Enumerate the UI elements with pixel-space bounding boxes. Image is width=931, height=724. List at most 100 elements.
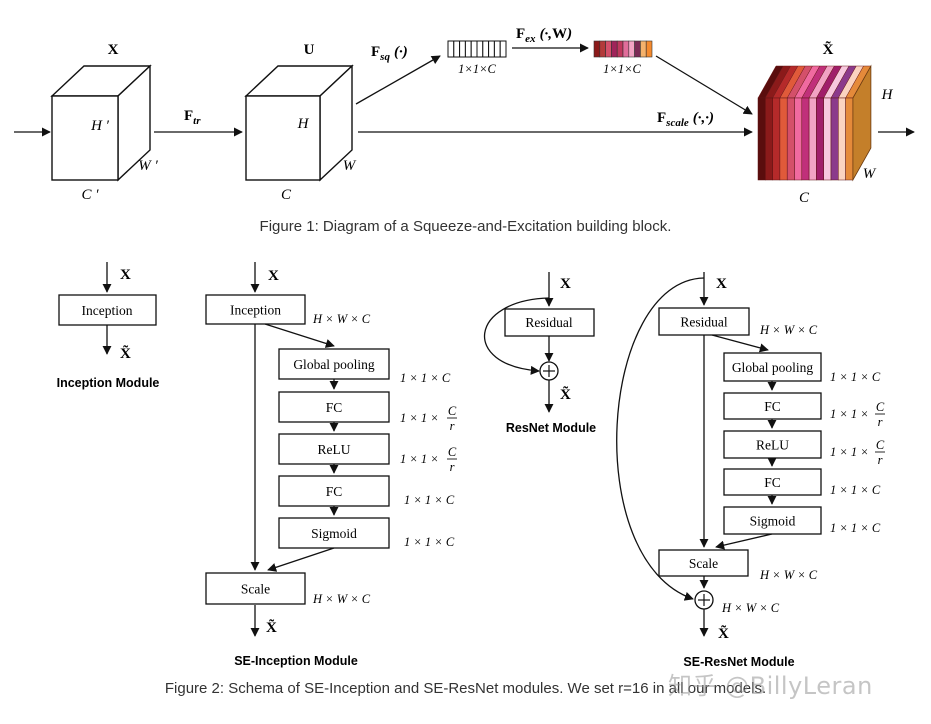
resnet-residual-box bbox=[504, 308, 595, 337]
squeeze-size-label: 1×1×C bbox=[458, 62, 496, 76]
se-inception-box-label: Scale bbox=[241, 582, 270, 597]
se-inception-connector bbox=[267, 547, 335, 572]
se-inception-frac-num: C bbox=[448, 445, 457, 459]
se-resnet-output-label: X̃ bbox=[718, 625, 729, 642]
output-height-label: H bbox=[881, 87, 894, 103]
se-resnet-box-label: Residual bbox=[680, 315, 727, 330]
se-resnet-dim-label: 1 × 1 × C bbox=[830, 521, 881, 535]
inception-output-label: X̃ bbox=[120, 345, 131, 362]
se-resnet-dim-label: 1 × 1 × bbox=[830, 445, 869, 459]
se-inception-box-label: ReLU bbox=[318, 442, 351, 457]
se-inception-box-label: FC bbox=[326, 400, 343, 415]
input-tensor-label: X bbox=[108, 42, 119, 58]
se-inception-dim-label: 1 × 1 × bbox=[400, 411, 439, 425]
excitation-size-label: 1×1×C bbox=[603, 62, 641, 76]
se-resnet-connector bbox=[711, 334, 769, 353]
se-inception-output-label: X̃ bbox=[266, 619, 277, 636]
squeeze-cell bbox=[459, 40, 466, 58]
resnet-input-label: X bbox=[560, 276, 571, 292]
squeeze-cell bbox=[493, 40, 501, 58]
se-resnet-box-label: FC bbox=[764, 475, 781, 490]
output-slice bbox=[838, 97, 846, 181]
se-inception-box-5 bbox=[278, 517, 390, 549]
squeeze-cell bbox=[482, 40, 490, 58]
se-resnet-box-4 bbox=[723, 468, 822, 496]
se-inception-frac-den: r bbox=[450, 419, 455, 433]
excitation-vector bbox=[593, 40, 653, 58]
inception-input-label: X bbox=[120, 267, 131, 283]
se-resnet-input-label: X bbox=[716, 276, 727, 292]
se-inception-box-label: FC bbox=[326, 484, 343, 499]
figure2-caption: Figure 2: Schema of SE-Inception and SE-… bbox=[164, 680, 767, 697]
se-inception-box-0 bbox=[205, 294, 306, 325]
excitation-cell bbox=[593, 40, 601, 58]
output-channel-label: C bbox=[799, 190, 810, 206]
feature-height-label: H bbox=[297, 116, 310, 132]
output-slice bbox=[779, 97, 788, 181]
se-resnet-dim-label: 1 × 1 × C bbox=[830, 370, 881, 384]
se-resnet-dim-label: 1 × 1 × bbox=[830, 407, 869, 421]
se-inception-module-title: SE-Inception Module bbox=[234, 654, 358, 668]
se-inception-dim-label: 1 × 1 × bbox=[400, 452, 439, 466]
output-slice bbox=[823, 97, 832, 181]
resnet-module-title: ResNet Module bbox=[506, 421, 596, 435]
squeeze-cell bbox=[488, 40, 495, 58]
output-slice bbox=[772, 97, 781, 181]
se-inception-box-label: Global pooling bbox=[293, 357, 375, 372]
se-resnet-dim-label: 1 × 1 × C bbox=[830, 483, 881, 497]
squeeze-cell bbox=[476, 40, 484, 58]
se-inception-dim-label: 1 × 1 × C bbox=[404, 535, 455, 549]
output-slice bbox=[845, 97, 854, 181]
se-resnet-frac-den: r bbox=[878, 415, 883, 429]
se-resnet-box-label: FC bbox=[764, 399, 781, 414]
excitation-cell bbox=[616, 40, 624, 58]
excitation-cell bbox=[628, 40, 635, 58]
squeeze-cell bbox=[447, 40, 455, 58]
se-inception-box-6 bbox=[205, 572, 306, 605]
se-resnet-connector bbox=[715, 533, 773, 550]
resnet-module: X Residual X̃ ResNet Module bbox=[483, 272, 596, 435]
squeeze-cell bbox=[499, 40, 507, 58]
se-resnet-box-3 bbox=[723, 430, 822, 459]
se-inception-box-1 bbox=[278, 348, 390, 380]
se-resnet-box-label: Scale bbox=[689, 556, 718, 571]
output-slice bbox=[801, 97, 810, 181]
scale-label: Fscale(·,·) bbox=[657, 110, 714, 129]
output-slice bbox=[794, 97, 803, 181]
excitation-cell bbox=[640, 40, 647, 58]
transform-label: Ftr bbox=[184, 108, 201, 127]
squeeze-cell bbox=[470, 40, 478, 58]
input-tensor-cube bbox=[50, 64, 152, 182]
se-inception-input-label: X bbox=[268, 268, 279, 284]
input-height-label: H ′ bbox=[90, 118, 110, 134]
se-resnet-frac-num: C bbox=[876, 400, 885, 414]
se-resnet-box-label: Sigmoid bbox=[750, 514, 796, 529]
se-inception-box-label: Inception bbox=[230, 303, 281, 318]
figure1-se-block: X H ′ W ′ C ′ Ftr U H W C Fsq(·) 1×1×C F… bbox=[14, 26, 915, 206]
se-inception-dim-label: H × W × C bbox=[312, 312, 371, 326]
output-slice bbox=[786, 97, 795, 181]
se-resnet-module-title: SE-ResNet Module bbox=[683, 655, 794, 669]
se-inception-box-label: Sigmoid bbox=[311, 526, 357, 541]
output-slice bbox=[830, 97, 839, 181]
output-slice bbox=[757, 97, 766, 181]
excitation-label: Fex(·,W) bbox=[516, 26, 572, 45]
output-slice bbox=[765, 97, 773, 181]
inception-box-label: Inception bbox=[82, 303, 133, 318]
se-resnet-box-label: Global pooling bbox=[732, 360, 814, 375]
feature-channel-label: C bbox=[281, 187, 292, 203]
output-slice bbox=[816, 97, 824, 181]
resnet-skip-connection bbox=[483, 297, 550, 375]
se-resnet-dim-label: H × W × C bbox=[759, 568, 818, 582]
inception-box bbox=[58, 294, 157, 326]
se-inception-connector bbox=[264, 323, 335, 348]
resnet-residual-label: Residual bbox=[525, 315, 572, 330]
excitation-cell bbox=[605, 40, 612, 58]
excitation-to-scale-arrow bbox=[655, 55, 753, 115]
excitation-cell bbox=[611, 40, 618, 58]
se-resnet-frac-den: r bbox=[878, 453, 883, 467]
